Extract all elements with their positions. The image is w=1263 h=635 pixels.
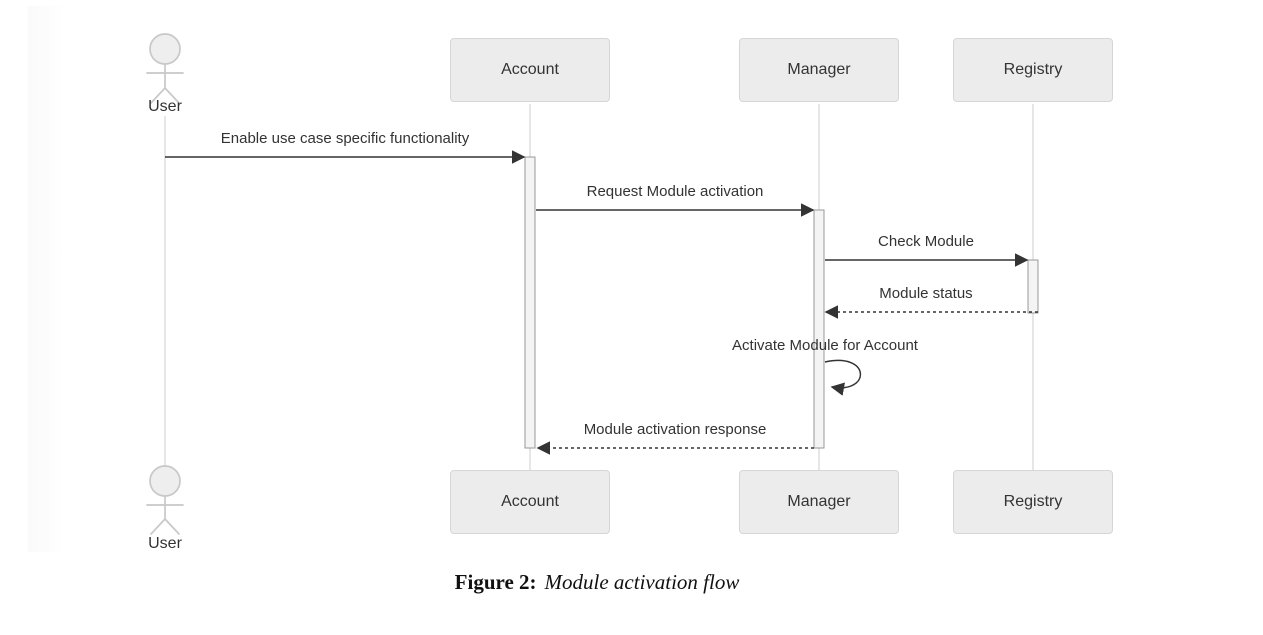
actor-head-icon	[149, 465, 181, 497]
actor-leg-right	[164, 518, 180, 535]
actor-leg-left	[150, 87, 166, 104]
actor-head-icon	[149, 33, 181, 65]
participant-label: Registry	[1003, 61, 1063, 78]
actor-figure-user-bottom	[146, 465, 184, 535]
activation-bar-account	[524, 156, 536, 449]
participant-label: Account	[501, 61, 559, 78]
participant-label: Manager	[787, 493, 851, 510]
arrow-activate-module-self-loop	[824, 359, 862, 396]
participant-label: Account	[501, 493, 559, 510]
actor-label-user-top: User	[148, 98, 182, 115]
participant-box-account-bottom: Account	[450, 470, 610, 534]
participant-box-registry-bottom: Registry	[953, 470, 1113, 534]
message-label-activation-response: Module activation response	[583, 421, 767, 438]
message-label-activate-module: Activate Module for Account	[732, 337, 918, 354]
actor-label-user-bottom: User	[148, 535, 182, 552]
figure-caption: Figure 2: Module activation flow	[455, 570, 740, 595]
figure-caption-label: Figure 2:	[454, 570, 537, 594]
participant-label: Manager	[787, 61, 851, 78]
participant-label: Registry	[1003, 493, 1063, 510]
participant-box-manager-bottom: Manager	[739, 470, 899, 534]
actor-leg-right	[164, 87, 180, 104]
figure-caption-text: Module activation flow	[544, 570, 740, 594]
actor-leg-left	[150, 518, 166, 535]
message-label-enable-functionality: Enable use case specific functionality	[220, 130, 470, 147]
message-label-module-status: Module status	[879, 285, 973, 302]
participant-box-manager-top: Manager	[739, 38, 899, 102]
message-label-check-module: Check Module	[878, 233, 974, 250]
activation-bar-manager	[813, 209, 825, 449]
actor-figure-user-top	[146, 33, 184, 104]
message-label-request-module-activation: Request Module activation	[586, 183, 764, 200]
participant-box-registry-top: Registry	[953, 38, 1113, 102]
activation-bar-registry	[1027, 259, 1039, 314]
participant-box-account-top: Account	[450, 38, 610, 102]
